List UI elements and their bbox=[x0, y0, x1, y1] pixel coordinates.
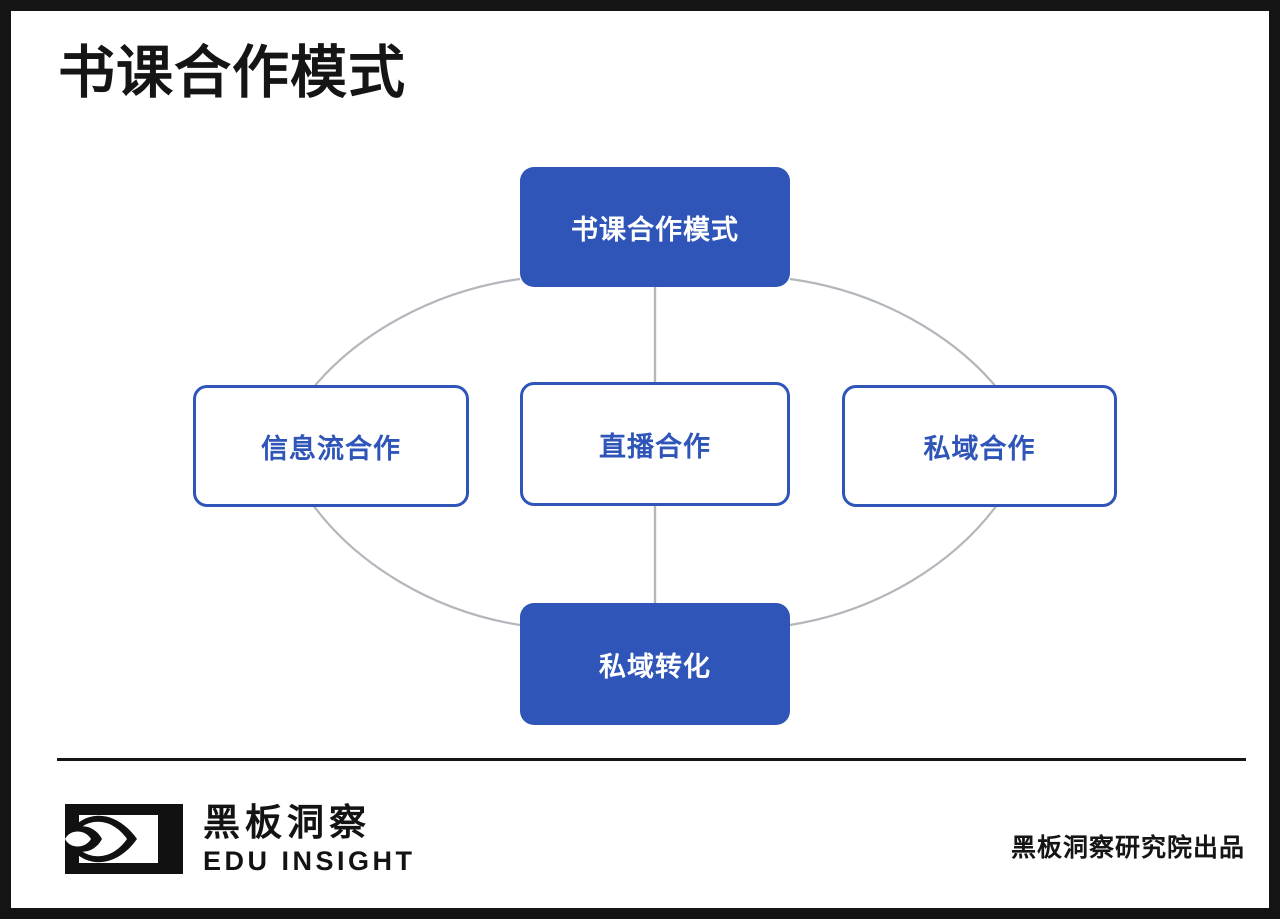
brand-name-en: EDU INSIGHT bbox=[203, 845, 416, 876]
node-top[interactable]: 书课合作模式 bbox=[520, 167, 790, 287]
arc-bottom-right bbox=[789, 504, 998, 627]
node-right[interactable]: 私域合作 bbox=[842, 385, 1117, 507]
node-bottom[interactable]: 私域转化 bbox=[520, 603, 790, 725]
page-title: 书课合作模式 bbox=[58, 41, 406, 105]
footer: 黑板洞察 EDU INSIGHT 黑板洞察研究院出品 bbox=[11, 786, 1269, 896]
brand-name-cn: 黑板洞察 bbox=[203, 802, 371, 843]
arc-top-left bbox=[312, 277, 521, 389]
brand-lockup: 黑板洞察 EDU INSIGHT bbox=[65, 802, 416, 876]
arc-bottom-left bbox=[312, 504, 521, 627]
node-center[interactable]: 直播合作 bbox=[520, 382, 790, 506]
arc-top-right bbox=[789, 277, 998, 389]
eye-logo-icon bbox=[65, 804, 183, 875]
footer-credit: 黑板洞察研究院出品 bbox=[1010, 834, 1245, 862]
slide-canvas: 书课合作模式 书课合作模式 信息流合作 直播合作 私域合作 私域 bbox=[11, 11, 1269, 908]
brand-text: 黑板洞察 EDU INSIGHT bbox=[203, 802, 416, 876]
node-left[interactable]: 信息流合作 bbox=[193, 385, 469, 507]
footer-divider bbox=[57, 758, 1246, 761]
